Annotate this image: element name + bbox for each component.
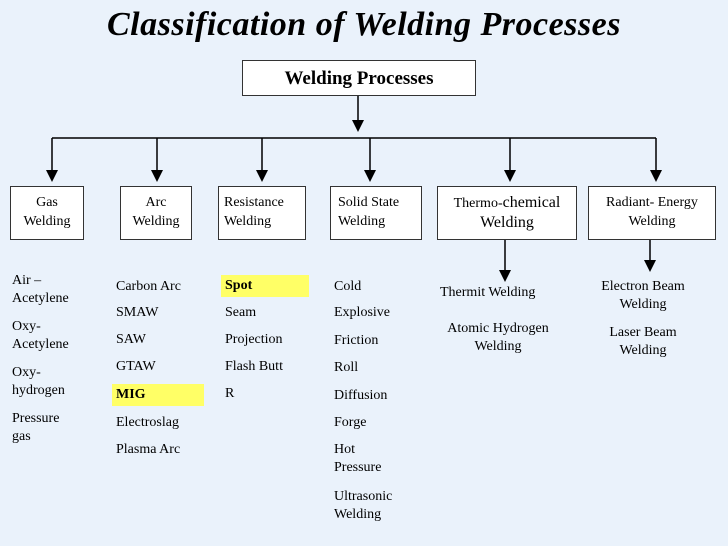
category-label: Radiant- Energy <box>606 195 698 210</box>
category-label: Arc <box>145 195 167 210</box>
list-item: Acetylene <box>12 291 69 306</box>
category-label: Solid State <box>338 195 400 210</box>
list-item: SMAW <box>116 305 159 320</box>
category-radiant-energy-welding: Radiant- Energy Welding <box>588 186 716 240</box>
list-item: Welding <box>619 297 667 312</box>
list-item: Welding <box>619 343 667 358</box>
list-item: Laser Beam <box>609 325 677 340</box>
list-item: Plasma Arc <box>116 442 181 457</box>
list-item: Welding <box>474 339 522 354</box>
category-label: Welding <box>132 214 180 229</box>
category-label: Thermo-chemical <box>453 194 561 211</box>
list-item: hydrogen <box>12 383 65 398</box>
list-item: Oxy- <box>12 319 41 334</box>
list-item: Acetylene <box>12 337 69 352</box>
list-item: Welding <box>334 507 382 522</box>
category-label: Resistance <box>224 195 284 210</box>
category-arc-welding: Arc Welding <box>120 186 192 240</box>
list-item: GTAW <box>116 359 156 374</box>
list-item: Cold <box>334 279 362 294</box>
category-label: Welding <box>224 214 272 229</box>
list-item-highlighted: MIG <box>112 384 204 406</box>
list-item: Pressure <box>12 411 60 426</box>
list-item: Atomic Hydrogen <box>447 321 549 336</box>
list-item: R <box>225 386 235 401</box>
diagram-title: Classification of Welding Processes <box>107 6 621 43</box>
list-item: Pressure <box>334 460 382 475</box>
category-label: Gas <box>36 195 58 210</box>
list-item: Explosive <box>334 305 390 320</box>
category-solid-state-welding: Solid State Welding <box>330 186 422 240</box>
category-label: Welding <box>480 214 534 231</box>
list-item: Electron Beam <box>601 279 685 294</box>
root-node-welding-processes: Welding Processes <box>242 60 476 96</box>
list-item: Hot <box>334 442 355 457</box>
list-item: SAW <box>116 332 146 347</box>
list-item: Seam <box>225 305 257 320</box>
list-item: Oxy- <box>12 365 41 380</box>
category-thermo-chemical-welding: Thermo-chemical Welding <box>437 186 577 240</box>
list-item: Thermit Welding <box>440 285 536 300</box>
list-item: Forge <box>334 415 367 430</box>
list-item: gas <box>12 429 31 444</box>
list-item: Ultrasonic <box>334 489 393 504</box>
list-item: Projection <box>225 332 283 347</box>
category-resistance-welding: Resistance Welding <box>218 186 306 240</box>
list-item: Flash Butt <box>225 359 283 374</box>
list-item: Friction <box>334 333 379 348</box>
list-item: Diffusion <box>334 388 388 403</box>
list-item: Electroslag <box>116 415 179 430</box>
category-gas-welding: Gas Welding <box>10 186 84 240</box>
list-item: Roll <box>334 360 359 375</box>
category-label: Welding <box>338 214 386 229</box>
list-item: Air – <box>12 273 42 288</box>
list-item: Carbon Arc <box>116 279 181 294</box>
list-item-highlighted: Spot <box>221 275 309 297</box>
category-label: Welding <box>628 214 676 229</box>
category-label: Welding <box>23 214 71 229</box>
